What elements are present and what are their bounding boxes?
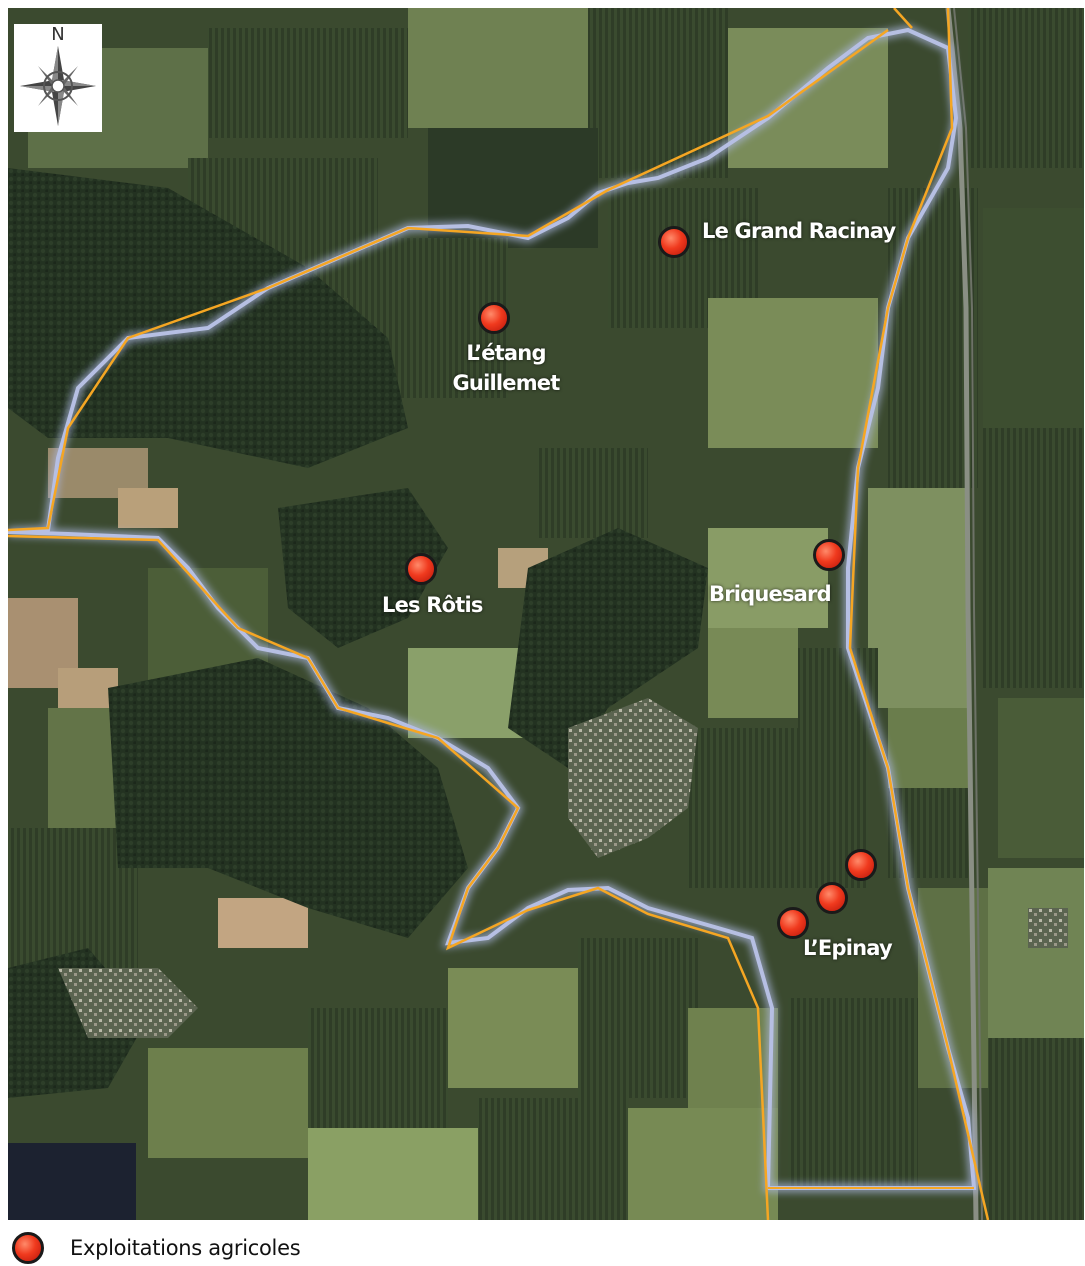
farm-marker-icon [12,1232,44,1264]
compass-rose-icon [20,46,96,126]
farm-marker-lepinay-1[interactable] [845,849,877,881]
study-area-boundary [8,8,990,1220]
satellite-imagery [8,8,1084,1220]
farm-marker-les-rotis[interactable] [405,553,437,585]
place-label-line: L’étang [466,341,546,365]
place-label-les-rotis: Les Rôtis [382,593,483,617]
farm-marker-briquesard[interactable] [813,539,845,571]
north-label: N [51,24,65,45]
place-label-line: Guillemet [452,371,561,395]
farm-marker-lepinay-3[interactable] [777,907,809,939]
place-label-letang-guillemet: L’étang Guillemet [446,338,566,398]
farm-marker-lepinay-2[interactable] [816,882,848,914]
place-label-briquesard: Briquesard [709,582,832,606]
place-label-lepinay: L’Epinay [803,936,893,960]
forest-areas [8,168,708,1098]
inset-thumbnail [8,1143,136,1220]
map-view[interactable]: N Le Grand Racinay L’étang Guillemet L [8,8,1084,1220]
north-arrow: N [14,24,102,132]
farm-marker-letang-guillemet[interactable] [478,302,510,334]
farm-marker-le-grand-racinay[interactable] [658,226,690,258]
map-legend: Exploitations agricoles [12,1230,301,1266]
village-areas [58,698,1068,1038]
place-label-le-grand-racinay: Le Grand Racinay [702,219,896,243]
legend-label: Exploitations agricoles [70,1236,301,1260]
